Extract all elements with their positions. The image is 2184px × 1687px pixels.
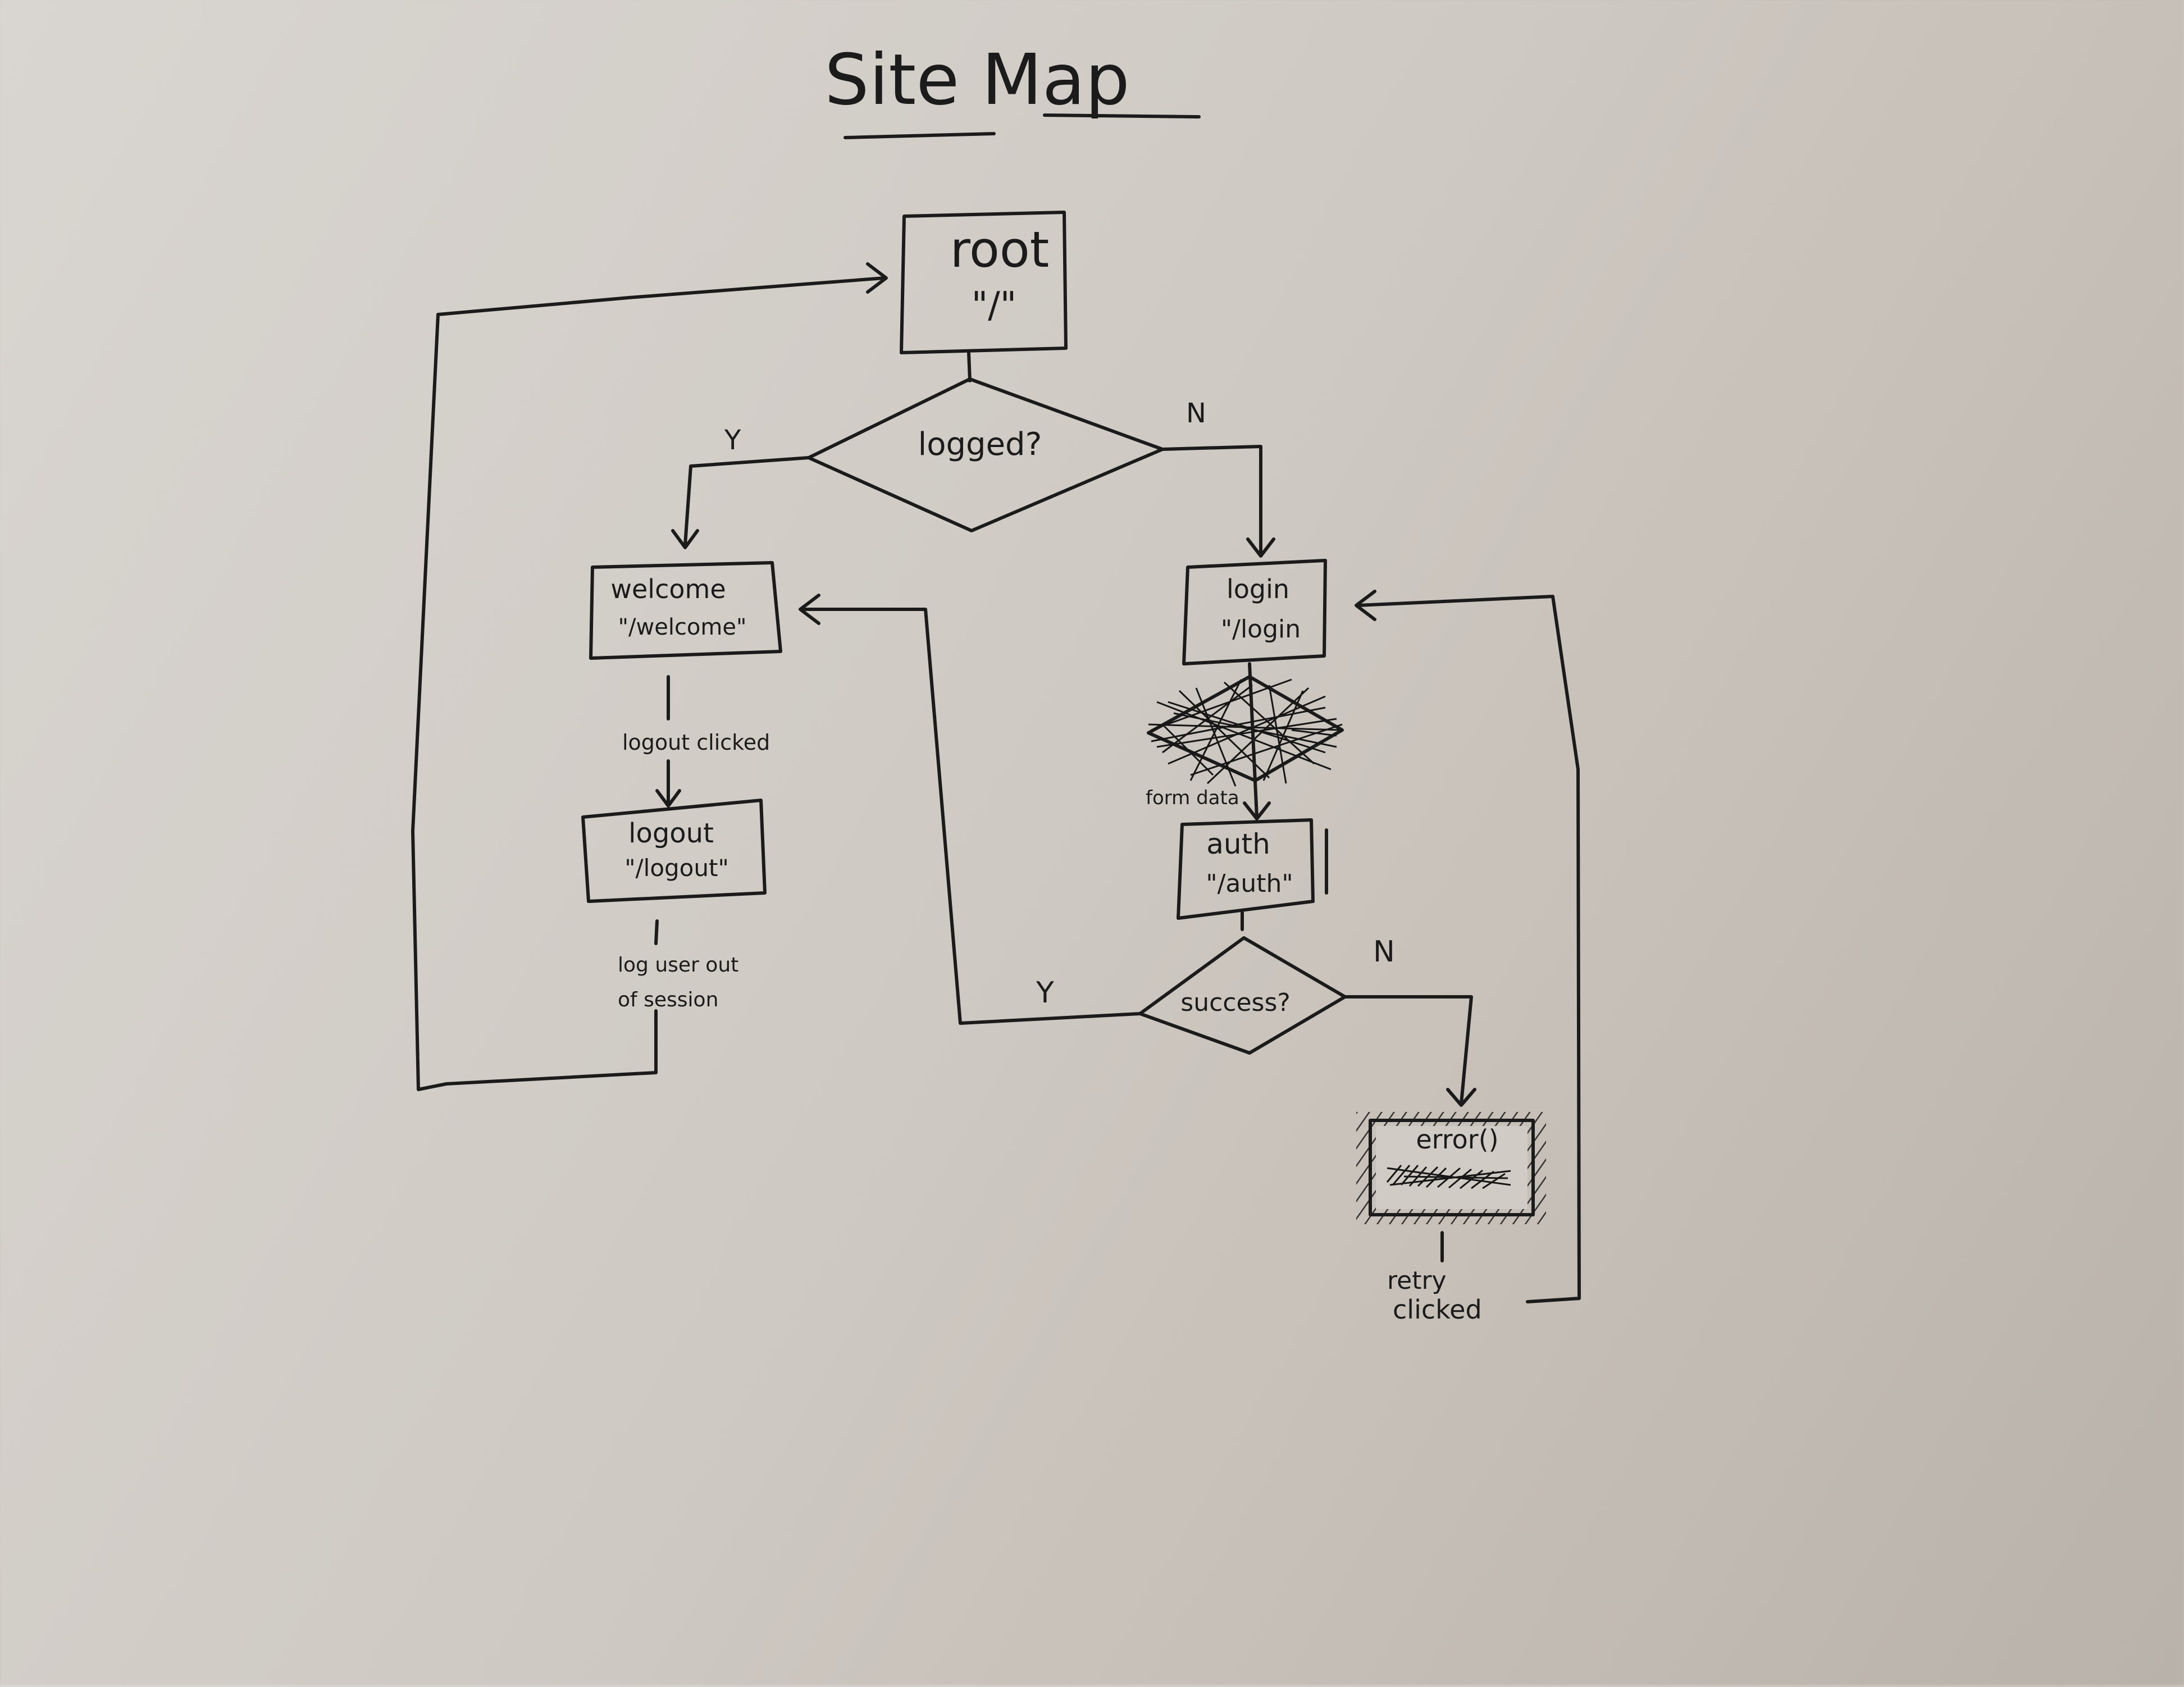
welcome-name: welcome xyxy=(610,574,726,604)
log-user-out-label-1: log user out xyxy=(618,954,738,977)
retry-label-1: retry xyxy=(1387,1266,1447,1295)
login-path: "/login xyxy=(1221,615,1301,644)
logged-decision: logged? xyxy=(807,377,1164,532)
root-to-logged-line xyxy=(967,351,972,382)
welcome-node: welcome "/welcome" xyxy=(589,561,782,660)
logout-clicked-arrowhead xyxy=(655,789,681,808)
error-name: error() xyxy=(1416,1124,1498,1155)
login-node: login "/login xyxy=(1182,559,1327,665)
logout-node: logout "/logout" xyxy=(581,799,767,903)
loop-to-root-arrowhead xyxy=(866,262,888,294)
logged-yes-arrowhead xyxy=(671,529,699,549)
logout-clicked-label: logout clicked xyxy=(622,730,770,755)
auth-node: auth "/auth" xyxy=(1177,818,1328,920)
success-no-line xyxy=(1343,995,1473,1105)
login-name: login xyxy=(1226,574,1289,604)
log-user-out-label-2: of session xyxy=(618,988,718,1011)
auth-name: auth xyxy=(1206,828,1270,860)
retry-loop-arrowhead xyxy=(1355,590,1376,621)
logged-decision-label: logged? xyxy=(918,426,1042,463)
logged-no-label: N xyxy=(1186,398,1206,429)
success-yes-label: Y xyxy=(1036,976,1054,1010)
logout-down-line xyxy=(654,919,659,945)
success-no-label: N xyxy=(1373,935,1395,969)
scribbled-out-decision xyxy=(1147,675,1344,787)
success-yes-arrowhead xyxy=(799,594,820,625)
title-underline-2 xyxy=(1043,113,1201,118)
success-yes-line xyxy=(801,608,1142,1025)
success-decision-label: success? xyxy=(1180,988,1290,1017)
success-no-arrowhead xyxy=(1446,1088,1476,1107)
title-underline-1 xyxy=(843,132,996,139)
diagram-title: Site Map xyxy=(824,39,1130,121)
logged-yes-line xyxy=(683,456,810,546)
success-decision: success? xyxy=(1138,936,1347,1055)
logout-path: "/logout" xyxy=(624,854,729,882)
login-to-auth-line xyxy=(1248,662,1259,819)
logged-yes-label: Y xyxy=(724,425,741,456)
logged-no-arrowhead xyxy=(1246,537,1275,558)
root-path: "/" xyxy=(972,285,1016,326)
logged-no-line xyxy=(1161,445,1262,555)
welcome-path: "/welcome" xyxy=(618,614,747,640)
logout-name: logout xyxy=(628,818,714,849)
root-name: root xyxy=(950,221,1049,279)
error-node: error() xyxy=(1356,1112,1546,1224)
logout-loop-line xyxy=(411,276,886,1091)
auth-path: "/auth" xyxy=(1206,869,1293,898)
retry-loop-line xyxy=(1356,595,1581,1303)
login-to-auth-arrowhead xyxy=(1243,801,1271,820)
root-node: root "/" xyxy=(900,211,1068,354)
form-data-label: form data xyxy=(1146,787,1239,809)
retry-label-2: clicked xyxy=(1393,1294,1482,1325)
